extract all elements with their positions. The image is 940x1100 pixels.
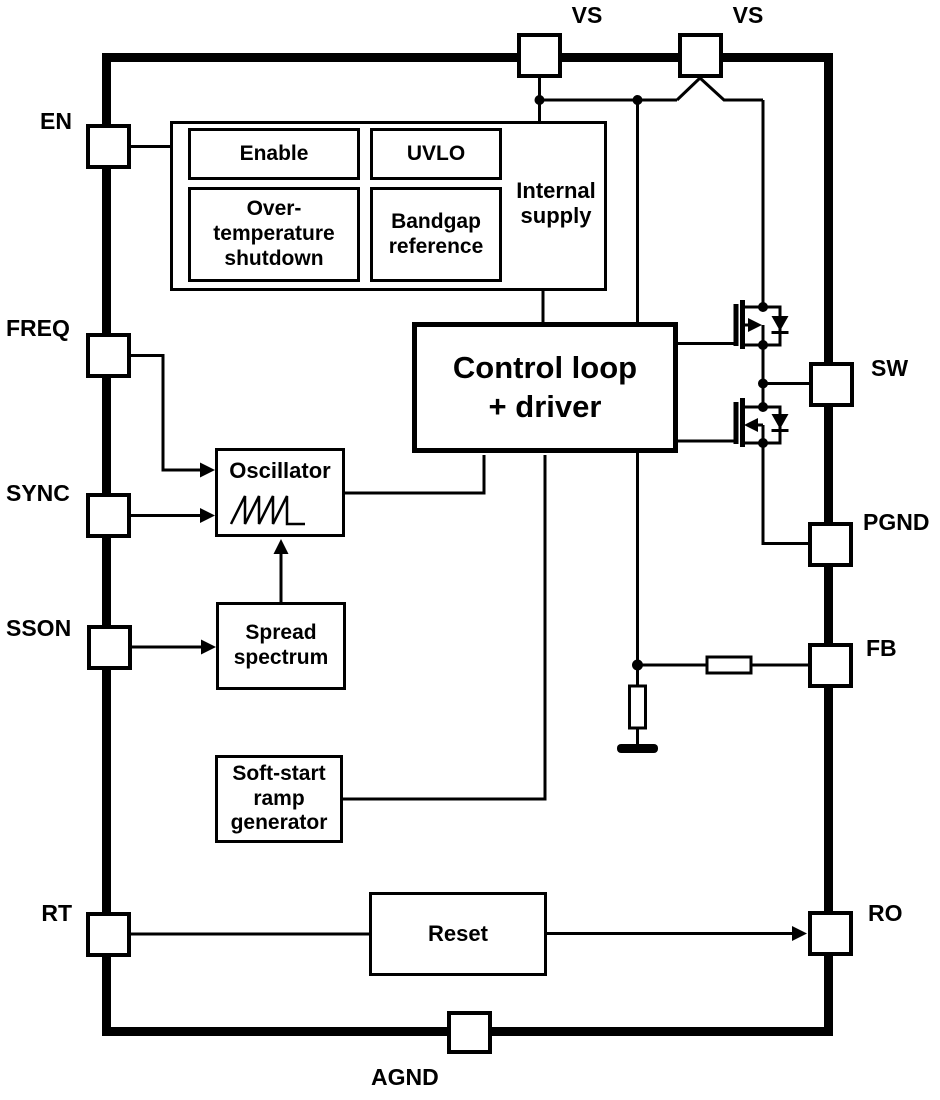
internal-supply-label: Internal supply bbox=[516, 178, 596, 229]
over-temperature-block: Over- temperature shutdown bbox=[188, 187, 360, 282]
pin-pgnd bbox=[808, 522, 853, 567]
spread-spectrum-block: Spread spectrum bbox=[216, 602, 346, 690]
pin-label-pgnd: PGND bbox=[863, 509, 930, 535]
pin-fb bbox=[808, 643, 853, 688]
pin-en bbox=[86, 124, 131, 169]
uvlo-block: UVLO bbox=[370, 128, 502, 180]
pin-rt bbox=[86, 912, 131, 957]
bandgap-block: Bandgap reference bbox=[370, 187, 502, 282]
pin-sw bbox=[809, 362, 854, 407]
pin-label-ro: RO bbox=[868, 900, 903, 926]
oscillator-block: Oscillator bbox=[215, 448, 345, 537]
pin-sync bbox=[86, 493, 131, 538]
pin-ro bbox=[808, 911, 853, 956]
pin-vs-right bbox=[678, 33, 723, 78]
pin-freq bbox=[86, 333, 131, 378]
pin-agnd bbox=[447, 1011, 492, 1054]
pin-label-sync: SYNC bbox=[6, 480, 70, 506]
pin-vs-left bbox=[517, 33, 562, 78]
enable-block: Enable bbox=[188, 128, 360, 180]
pin-label-sson: SSON bbox=[6, 615, 72, 641]
reset-block: Reset bbox=[369, 892, 547, 976]
pin-label-vs-left: VS bbox=[571, 2, 603, 28]
pin-label-vs-right: VS bbox=[732, 2, 764, 28]
soft-start-block: Soft-start ramp generator bbox=[215, 755, 343, 843]
pin-label-en: EN bbox=[40, 108, 72, 134]
pin-label-agnd: AGND bbox=[371, 1064, 439, 1090]
pin-sson bbox=[87, 625, 132, 670]
pin-label-sw: SW bbox=[871, 355, 909, 381]
control-loop-block: Control loop + driver bbox=[412, 322, 678, 453]
pin-label-fb: FB bbox=[866, 635, 897, 661]
pin-label-rt: RT bbox=[41, 900, 72, 926]
pin-label-freq: FREQ bbox=[6, 315, 70, 341]
